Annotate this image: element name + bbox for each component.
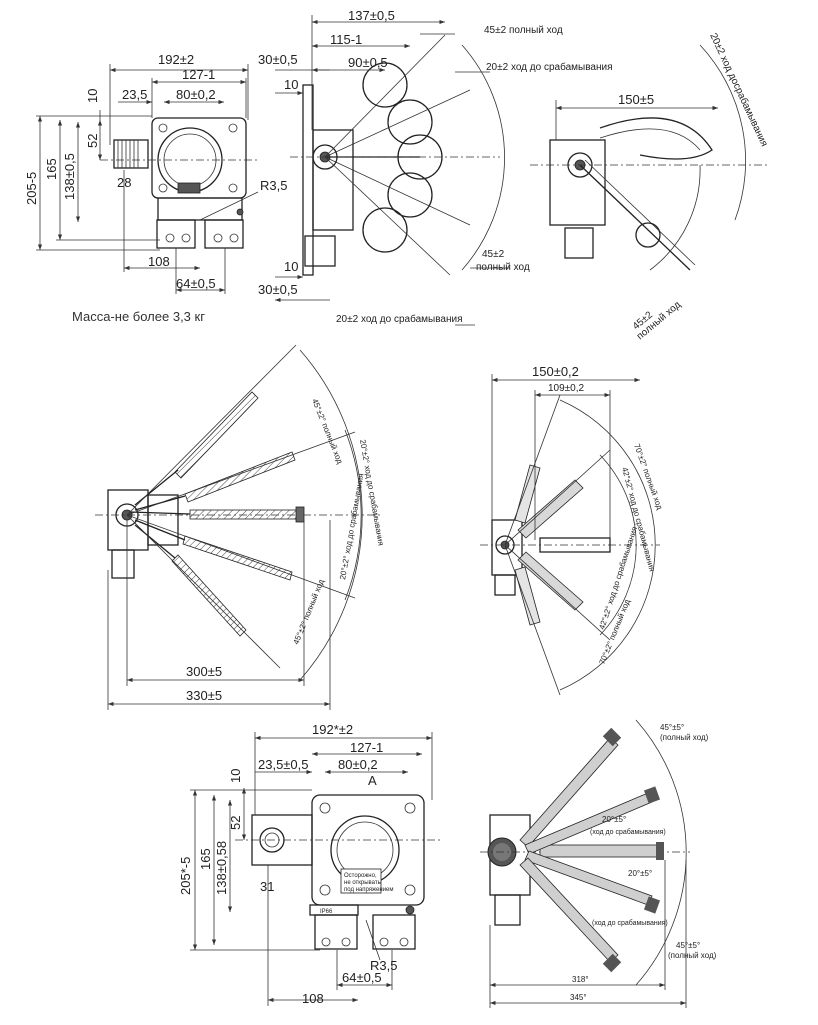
view5-arm-down70 — [514, 566, 541, 626]
view6-dim-165: 165 — [198, 848, 213, 870]
view7-label-trip-down: (ход до срабамывания) — [592, 919, 668, 927]
view2-dim-30-bottom: 30±0,5 — [258, 282, 298, 297]
view6-dim-205: 205*-5 — [178, 857, 193, 895]
view6-dim-127: 127-1 — [350, 740, 383, 755]
view1-dim-r3-5: R3,5 — [260, 178, 287, 193]
view7-dim-318: 318° — [572, 975, 589, 984]
view7-label-45-up: 45°±5° — [660, 723, 684, 732]
view4-rod-horizontal — [189, 509, 299, 520]
view7-roller-lever: 45°±5° (полный ход) 20°±5° (ход до сраба… — [480, 719, 717, 1008]
view6-dim-64: 64±0,5 — [342, 970, 382, 985]
view2-dim-10-bottom: 10 — [284, 259, 298, 274]
view6-front: Осторожно, не открывать под напряжением … — [178, 722, 440, 1006]
view2-dim-115: 115-1 — [330, 32, 362, 47]
view1-dim-165: 165 — [44, 158, 59, 180]
view6-foot-left — [314, 914, 358, 950]
view7-label-20-up: 20°±5° — [602, 815, 626, 824]
view2-side: 137±0,5 115-1 30±0,5 90±0,5 10 10 30±0,5… — [258, 8, 613, 326]
view2-dim-10-top: 10 — [284, 77, 298, 92]
view5-arm-up70 — [514, 464, 541, 524]
view4-label-full-up: 45°±2° полный ход — [310, 397, 344, 465]
view4-rod-down20 — [182, 535, 293, 581]
view2-dim-137: 137±0,5 — [348, 8, 395, 23]
view6-dim-31: 31 — [260, 879, 274, 894]
view2-label-full-travel-2: полный ход — [476, 262, 530, 273]
mass-note: Масса-не более 3,3 кг — [72, 309, 205, 324]
view6-plate-line2: не открывать — [344, 880, 381, 886]
view1-front: 192±2 127-1 23,5 80±0,2 10 52 205-5 165 … — [24, 52, 287, 294]
view2-dim-30-top: 30±0,5 — [258, 52, 298, 67]
view7-arm-horizontal — [539, 844, 661, 858]
view1-dim-138: 138±0,5 — [62, 153, 77, 200]
view2-dim-90: 90±0,5 — [348, 55, 388, 70]
view1-dim-80: 80±0,2 — [176, 87, 216, 102]
view1-dim-23-5: 23,5 — [122, 87, 147, 102]
view1-dim-192: 192±2 — [158, 52, 194, 67]
view4-rod-up20 — [184, 451, 296, 503]
view4-rod-down45 — [171, 554, 247, 637]
view2-label-trip-travel: 20±2 ход до срабамывания — [486, 61, 613, 73]
view5-dim-109: 109±0,2 — [548, 383, 585, 394]
view6-foot-right — [372, 914, 416, 950]
view1-dim-10: 10 — [85, 89, 100, 103]
view5-fork-lever: 150±0,2 109±0,2 70°±2° полный ход 42°±2°… — [480, 364, 664, 696]
view6-dim-108: 108 — [302, 991, 324, 1006]
view6-dim-r3-5: R3,5 — [370, 958, 397, 973]
view4-rod-lever: 300±5 330±5 45°±2° полный ход 20°±2° ход… — [95, 344, 386, 710]
view6-dim-192: 192*±2 — [312, 722, 353, 737]
view1-dim-64: 64±0,5 — [176, 276, 216, 291]
view1-dim-127: 127-1 — [182, 67, 215, 82]
view4-label-full-down: 45°±2° полный ход — [292, 578, 326, 646]
view1-dim-108: 108 — [148, 254, 170, 269]
view7-label-full-down: (полный ход) — [668, 951, 717, 960]
view2-roller-bottom — [362, 207, 408, 253]
view6-dim-23-5: 23,5±0,5 — [258, 757, 309, 772]
view4-rods — [129, 391, 305, 637]
view2-roller-top — [362, 62, 408, 108]
view7-label-trip-up: (ход до срабамывания) — [590, 828, 666, 836]
view4-dim-330: 330±5 — [186, 688, 222, 703]
view6-warning-plate — [340, 868, 382, 894]
view5-arm-horizontal — [539, 537, 611, 553]
view2-label-trip-travel-2: 20±2 ход до срабамывания — [336, 313, 463, 325]
view3-dim-150: 150±5 — [618, 92, 654, 107]
view7-dim-345: 345° — [570, 993, 587, 1002]
view7-label-45-down: 45°±5° — [676, 941, 700, 950]
view2-label-full-travel: 45±2 полный ход — [484, 25, 563, 36]
view2-label-45: 45±2 — [482, 249, 505, 260]
view6-dim-80: 80±0,2 — [338, 757, 378, 772]
view4-dim-300: 300±5 — [186, 664, 222, 679]
view4-rod-up45 — [174, 391, 259, 479]
view6-dim-138: 138±0,58 — [214, 841, 229, 895]
view1-dim-28: 28 — [117, 175, 131, 190]
view5-arm-down42 — [517, 551, 584, 611]
view6-ip-rating: IP66 — [320, 909, 333, 915]
view6-dim-10: 10 — [228, 769, 243, 783]
view1-foot-right — [204, 219, 244, 249]
view7-label-20-down: 20°±5° — [628, 869, 652, 878]
view1-dim-205: 205-5 — [24, 172, 39, 205]
view6-dim-52: 52 — [228, 816, 243, 830]
view7-arm-down45 — [519, 857, 619, 963]
view6-plate-line1: Осторожно, — [344, 873, 377, 879]
view5-arm-up42 — [517, 479, 584, 539]
view6-section-a: A — [368, 773, 377, 788]
view6-plate-line3: под напряжением — [344, 887, 394, 893]
view1-dim-52: 52 — [85, 134, 100, 148]
view7-arm-down20 — [524, 850, 653, 906]
view5-dim-150: 150±0,2 — [532, 364, 579, 379]
view7-label-full-up: (полный ход) — [660, 733, 709, 742]
